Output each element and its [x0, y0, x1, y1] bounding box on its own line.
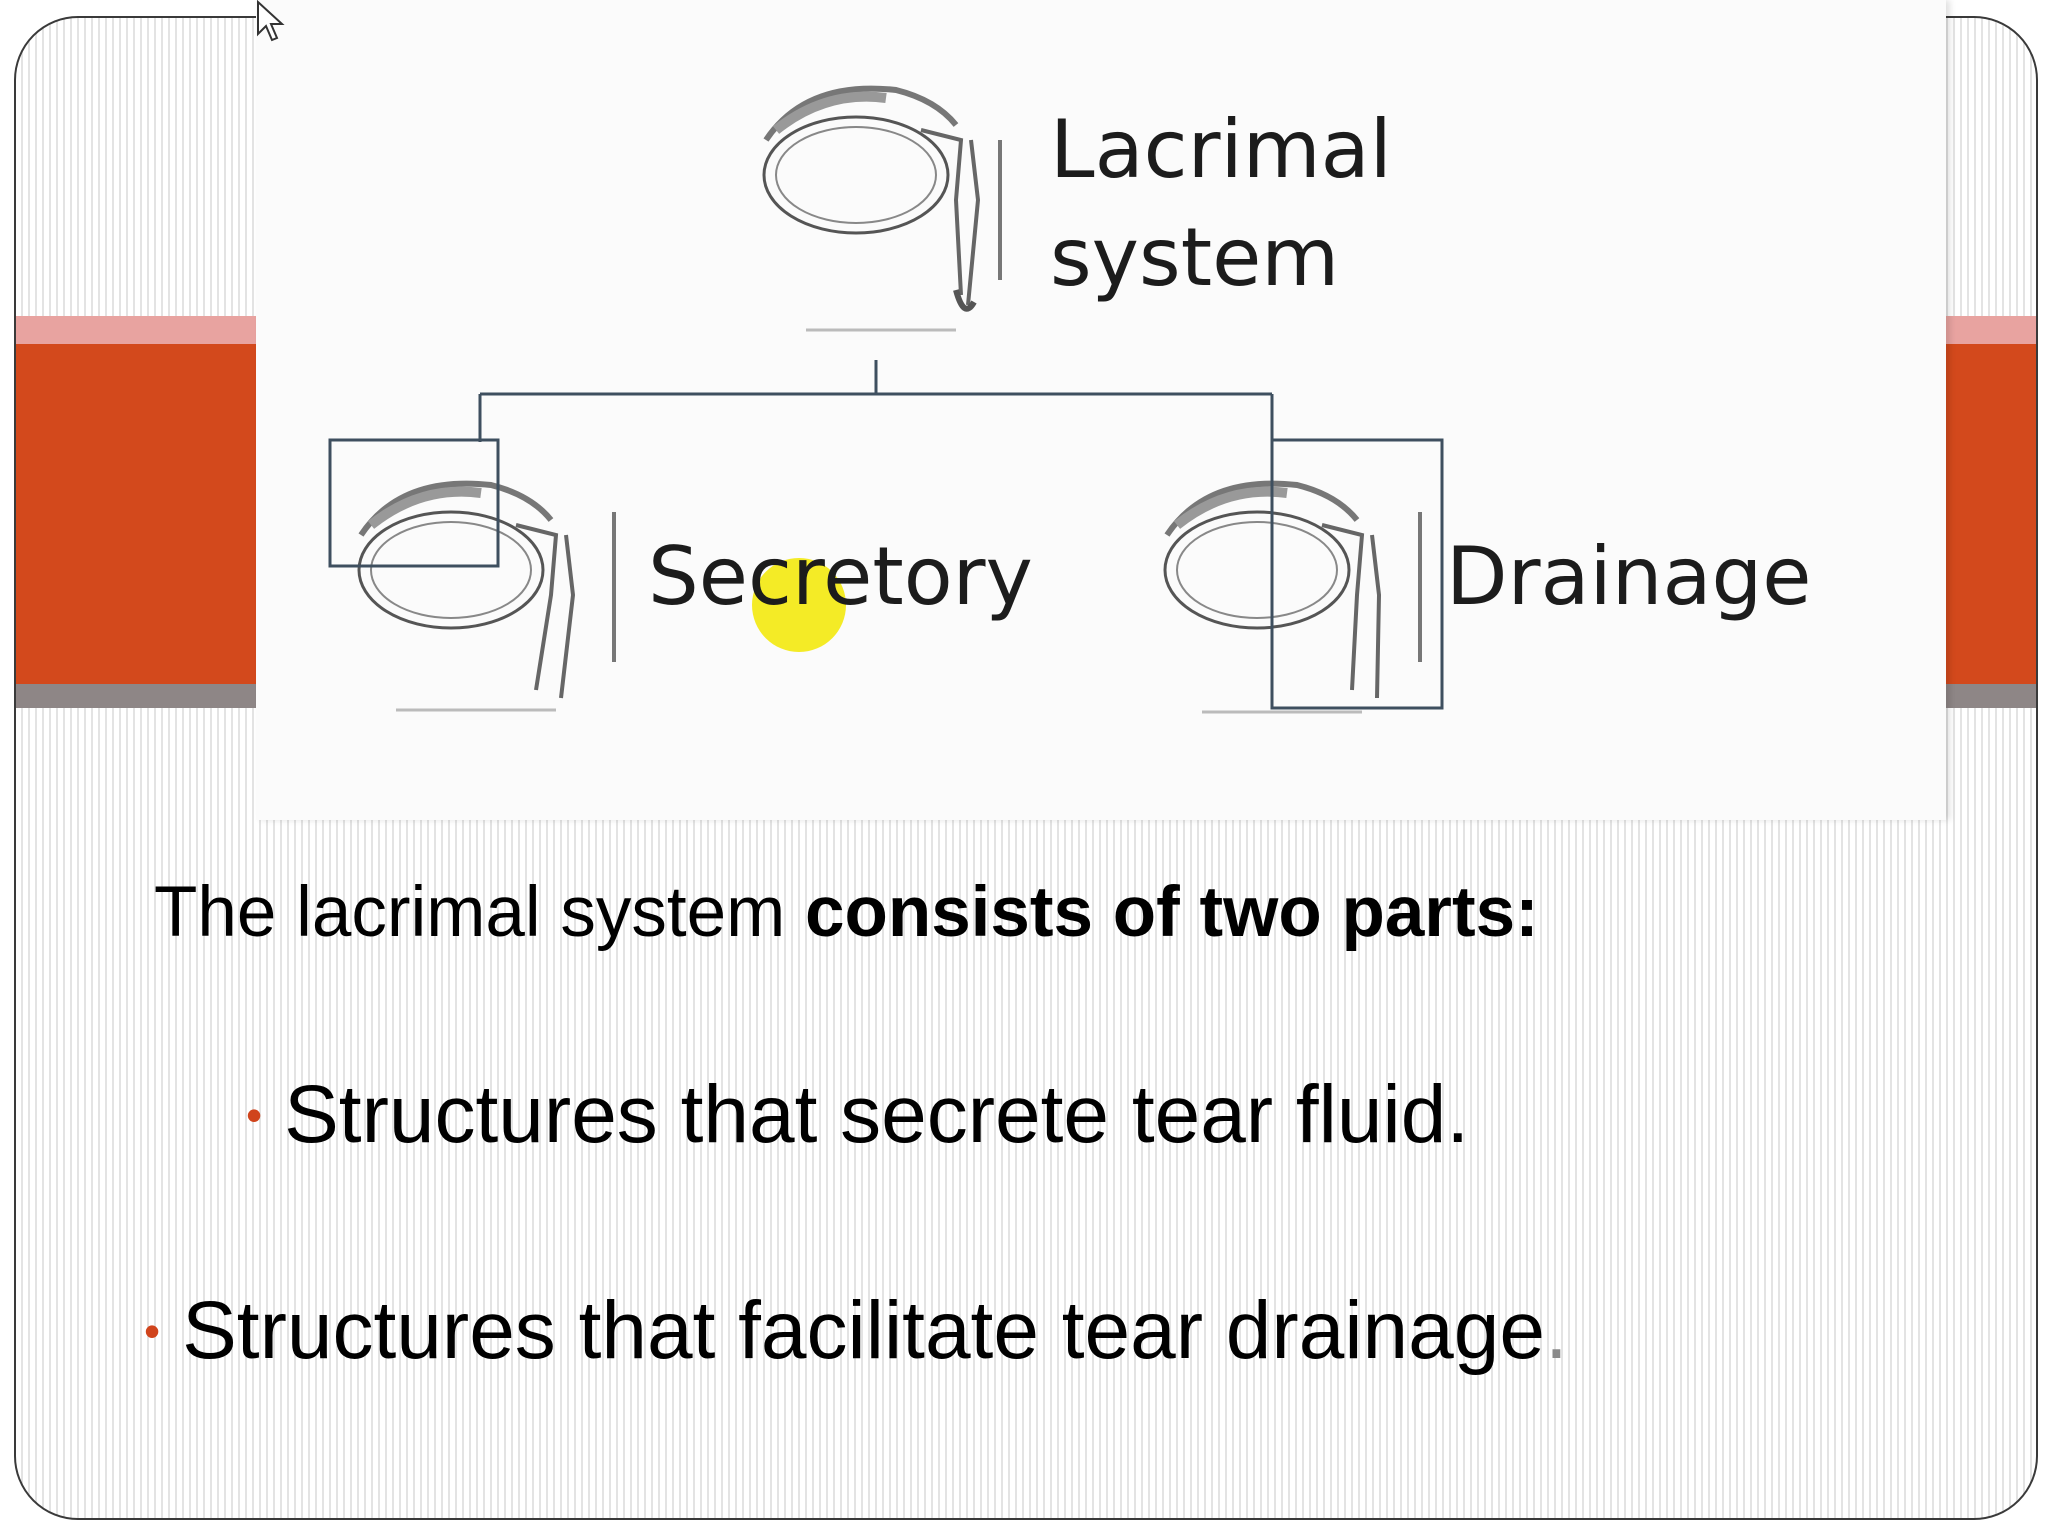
intro-text: The lacrimal system consists of two part… — [154, 872, 1539, 953]
bullet-dot-icon: • — [144, 1305, 161, 1357]
intro-bold-text: consists of two parts: — [804, 873, 1539, 952]
cursor-highlight — [752, 558, 846, 652]
tree-connectors — [478, 360, 1274, 442]
diagram-panel: Lacrimal system Secretory Drainage — [256, 0, 1946, 820]
eye-anatomy-icon — [328, 438, 616, 712]
intro-plain-text: The lacrimal system — [154, 873, 805, 952]
bullet-dot-icon: • — [246, 1089, 263, 1141]
diagram-drawing — [328, 85, 1444, 714]
eye-anatomy-icon — [1163, 438, 1444, 714]
diagram-right-label: Drainage — [1446, 530, 1812, 623]
root-label-line2: system — [1050, 211, 1340, 304]
bullet-item: • Structures that facilitate tear draina… — [144, 1284, 1568, 1378]
diagram-root-label: Lacrimal system — [1050, 96, 1392, 312]
root-label-line1: Lacrimal — [1050, 103, 1392, 196]
bullet-item: • Structures that secrete tear fluid. — [246, 1068, 1469, 1162]
cursor-icon — [257, 0, 285, 42]
bullet-trailing-period: . — [1544, 1285, 1568, 1376]
bullet-text: Structures that secrete tear fluid. — [284, 1069, 1470, 1160]
eye-anatomy-icon — [762, 85, 1002, 332]
diagram-left-label: Secretory — [648, 530, 1033, 623]
bullet-text: Structures that facilitate tear drainage — [182, 1285, 1545, 1376]
